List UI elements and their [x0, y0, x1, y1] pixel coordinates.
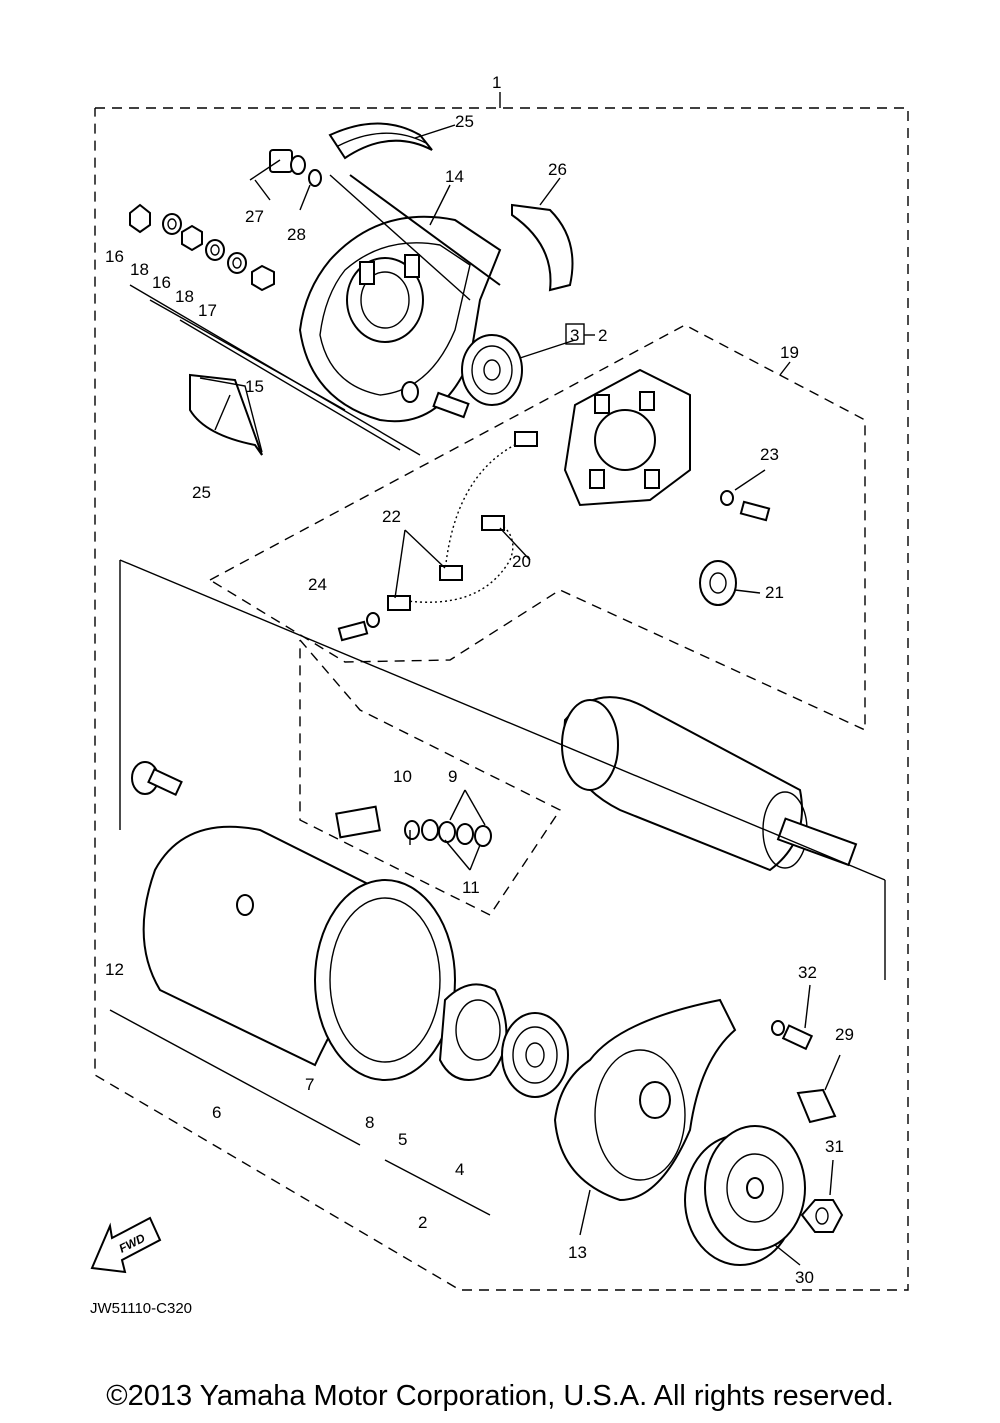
callout-7: 7 [305, 1075, 314, 1094]
cover-screw [401, 381, 470, 419]
brush-holder-plate [563, 368, 691, 507]
brush-holder-boundary [209, 324, 866, 732]
holder-screw-24 [337, 612, 380, 642]
through-bolt [269, 149, 322, 187]
callouts: 1 25 14 26 27 28 16 18 16 18 17 15 25 3 … [105, 73, 854, 1287]
callout-2b: 2 [418, 1213, 427, 1232]
gasket [438, 983, 508, 1081]
callout-9: 9 [448, 767, 457, 786]
callout-6: 6 [212, 1103, 221, 1122]
brush-lead-wires [387, 431, 538, 611]
oil-seal [699, 560, 737, 606]
callout-18a: 18 [130, 260, 149, 279]
callout-17: 17 [198, 301, 217, 320]
rear-bearing [501, 1012, 569, 1098]
callout-21: 21 [765, 583, 784, 602]
front-bearing [461, 334, 523, 406]
front-cover [298, 174, 502, 423]
pulley-nut [800, 1199, 844, 1233]
assembly-boundary [94, 92, 909, 1291]
callout-27: 27 [245, 207, 264, 226]
yoke-bolt [131, 761, 183, 797]
callout-23: 23 [760, 445, 779, 464]
cover-shell-bottom [189, 373, 263, 456]
brush-parts [335, 805, 492, 847]
collar [796, 1088, 837, 1124]
rear-bolt [771, 1020, 814, 1051]
callout-5: 5 [398, 1130, 407, 1149]
cover-shell-top [328, 122, 433, 160]
callout-3-box [565, 323, 585, 345]
rear-cover [553, 998, 737, 1202]
callout-13: 13 [568, 1243, 587, 1262]
callout-25a: 25 [455, 112, 474, 131]
cover-shell-right [511, 203, 574, 292]
callout-28: 28 [287, 225, 306, 244]
callout-24: 24 [308, 575, 327, 594]
callout-26: 26 [548, 160, 567, 179]
armature [561, 696, 858, 872]
copyright-footer: ©2013 Yamaha Motor Corporation, U.S.A. A… [106, 1380, 894, 1412]
diagram-code: JW51110-C320 [90, 1300, 192, 1317]
holder-screw-23 [720, 490, 771, 522]
callout-25b: 25 [192, 483, 211, 502]
callout-19: 19 [780, 343, 799, 362]
callout-18b: 18 [175, 287, 194, 306]
callout-4: 4 [455, 1160, 464, 1179]
callout-14: 14 [445, 167, 464, 186]
callout-1: 1 [492, 73, 501, 92]
callout-16a: 16 [105, 247, 124, 266]
callout-32: 32 [798, 963, 817, 982]
callout-30: 30 [795, 1268, 814, 1287]
forward-direction-arrow: FWD [90, 1216, 162, 1274]
callout-29: 29 [835, 1025, 854, 1044]
callout-10: 10 [393, 767, 412, 786]
leader-lines [109, 124, 886, 1266]
callout-20: 20 [512, 552, 531, 571]
pulley [684, 1125, 806, 1266]
callout-31: 31 [825, 1137, 844, 1156]
callout-16b: 16 [152, 273, 171, 292]
callout-8: 8 [365, 1113, 374, 1132]
brush-set-boundary [299, 639, 562, 916]
callout-11: 11 [462, 878, 480, 897]
callout-12: 12 [105, 960, 124, 979]
callout-3: 3 [570, 326, 579, 345]
yoke-housing [142, 825, 456, 1081]
callout-22: 22 [382, 507, 401, 526]
callout-2a: 2 [598, 326, 607, 345]
callout-15: 15 [245, 377, 264, 396]
nut-washer-stack [129, 203, 275, 292]
